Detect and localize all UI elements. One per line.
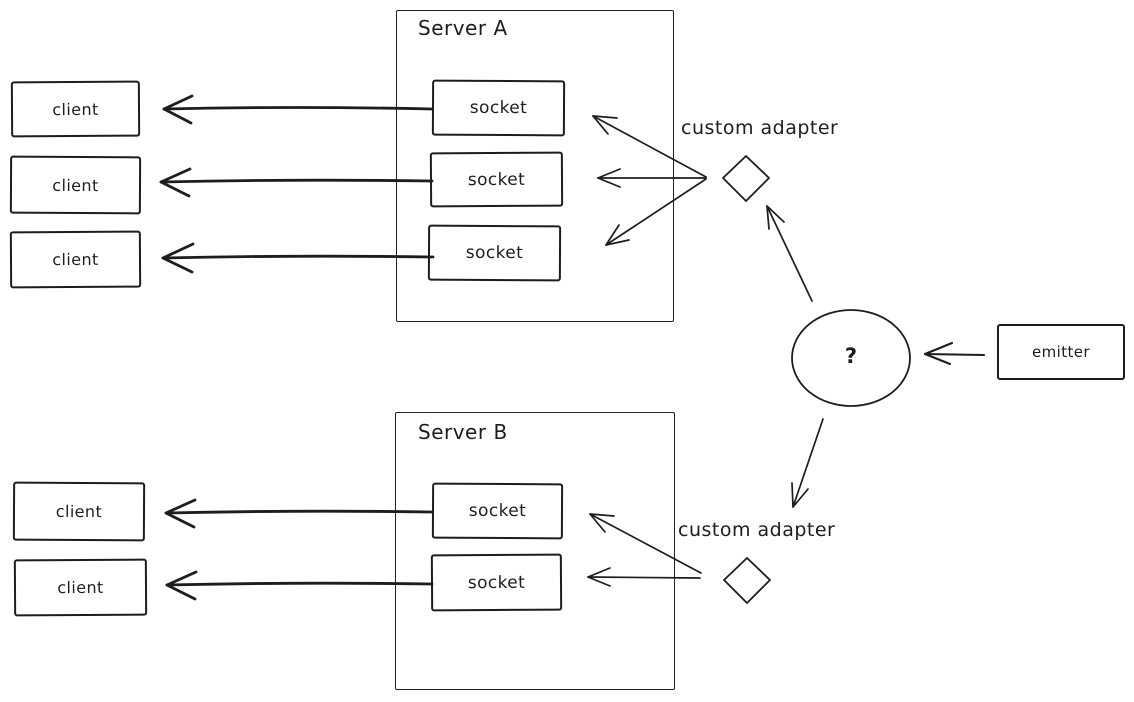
client-b1-label: client xyxy=(55,501,103,522)
socket-box-a1: socket xyxy=(431,79,566,137)
client-a1-label: client xyxy=(52,99,99,119)
client-box-b1: client xyxy=(12,481,146,542)
server-a-title: Server A xyxy=(418,16,508,40)
emitter-box: emitter xyxy=(997,324,1125,380)
arrow-socket-a1-to-client-a1 xyxy=(162,94,434,125)
client-a3-label: client xyxy=(52,249,99,270)
adapter-a-diamond xyxy=(722,155,770,202)
client-box-a3: client xyxy=(9,230,142,289)
arrow-router-to-adapter-b xyxy=(791,418,824,508)
arrow-emitter-to-router xyxy=(923,341,986,366)
socket-a3-label: socket xyxy=(465,242,524,264)
client-box-b2: client xyxy=(13,558,148,617)
socket-box-b2: socket xyxy=(430,553,563,612)
server-b-title: Server B xyxy=(418,420,508,444)
socket-a2-label: socket xyxy=(467,169,526,190)
adapter-a-label: custom adapter xyxy=(681,117,839,139)
socket-box-a3: socket xyxy=(427,224,562,282)
socket-box-a2: socket xyxy=(429,151,564,208)
client-a2-label: client xyxy=(52,175,99,195)
adapter-b-diamond xyxy=(723,557,771,604)
client-box-a1: client xyxy=(10,80,141,138)
adapter-b-label: custom adapter xyxy=(678,519,836,541)
router-question-label: ? xyxy=(844,344,858,368)
emitter-label: emitter xyxy=(1032,343,1090,361)
arrow-socket-b1-to-client-b1 xyxy=(164,498,434,529)
server-b-frame xyxy=(395,412,675,690)
socket-b1-label: socket xyxy=(468,500,527,522)
socket-a1-label: socket xyxy=(469,97,528,119)
socket-box-b1: socket xyxy=(431,482,564,540)
arrow-socket-b2-to-client-b2 xyxy=(165,570,434,601)
arrow-socket-a2-to-client-a2 xyxy=(159,167,434,198)
client-b2-label: client xyxy=(57,577,104,598)
socket-b2-label: socket xyxy=(467,572,526,593)
client-box-a2: client xyxy=(9,155,142,215)
arrow-router-to-adapter-a xyxy=(766,205,813,302)
arrow-socket-a3-to-client-a3 xyxy=(161,242,435,274)
